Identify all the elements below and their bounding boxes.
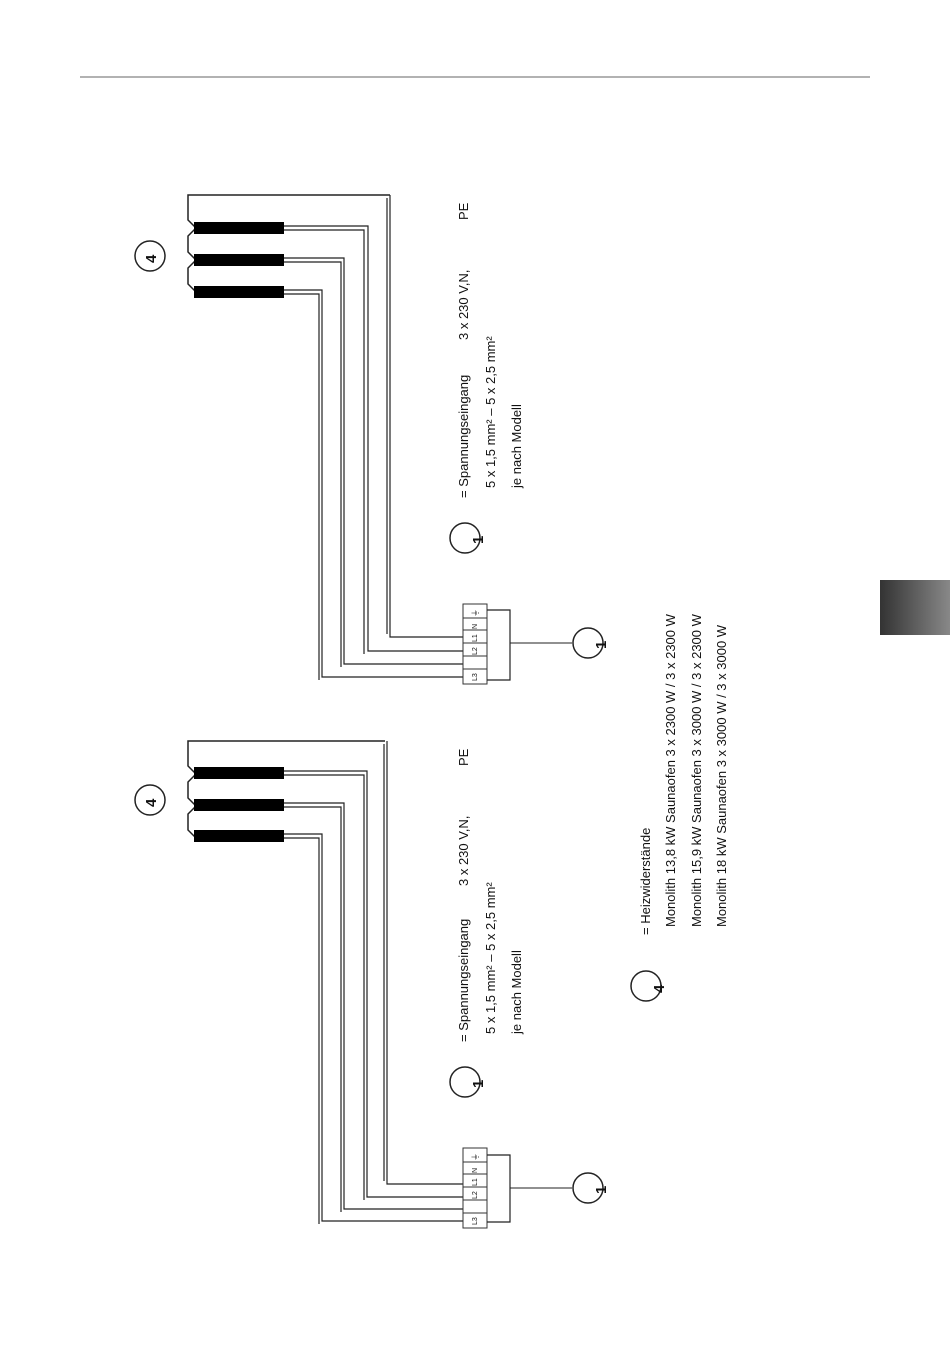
terminal-label-n: N <box>472 1167 479 1173</box>
supply-cable <box>487 1154 511 1223</box>
legend-heater-model: Monolith 13,8 kW Saunaofen 3 x 2300 W / … <box>663 614 678 927</box>
terminal-block <box>462 1147 488 1229</box>
terminal-label-l3: L3 <box>472 673 479 681</box>
callout-number-input: 1 <box>593 640 610 649</box>
legend-input-pe: PE <box>456 748 471 766</box>
legend-input-note: je nach Modell <box>509 950 524 1034</box>
callout-number-input: 1 <box>470 535 487 544</box>
callout-circle <box>572 627 604 659</box>
terminal-label-l2: L2 <box>472 647 479 655</box>
legend-input-note: je nach Modell <box>509 404 524 488</box>
callout-circle <box>630 970 662 1002</box>
callout-circle <box>134 784 166 816</box>
heating-element <box>194 799 284 811</box>
callout-number-heater: 4 <box>143 254 160 263</box>
heating-element <box>194 286 284 298</box>
legend-heater-model: Monolith 15,9 kW Saunaofen 3 x 3000 W / … <box>689 614 704 927</box>
callout-number-input: 1 <box>593 1185 610 1194</box>
callout-number-heater: 4 <box>143 798 160 807</box>
callout-circle <box>134 240 166 272</box>
terminal-label-l1: L1 <box>472 634 479 642</box>
terminal-block <box>462 603 488 685</box>
callout-number-heater: 4 <box>651 984 668 993</box>
terminal-label-l1: L1 <box>472 1178 479 1186</box>
legend-input-cable: 5 x 1,5 mm² – 5 x 2,5 mm² <box>483 336 498 488</box>
terminal-label-n: N <box>472 623 479 629</box>
heater-frame <box>187 194 390 293</box>
legend-heater-title: = Heizwiderstände <box>638 827 653 935</box>
callout-circle <box>572 1172 604 1204</box>
legend-input-cable: 5 x 1,5 mm² – 5 x 2,5 mm² <box>483 882 498 1034</box>
terminal-label-l2: L2 <box>472 1191 479 1199</box>
callout-number-input: 1 <box>470 1079 487 1088</box>
legend-input-voltage: 3 x 230 V,N, <box>456 815 471 886</box>
supply-cable <box>487 609 511 681</box>
legend-heater-model: Monolith 18 kW Saunaofen 3 x 3000 W / 3 … <box>714 624 729 927</box>
callout-circle <box>449 1066 481 1098</box>
terminal-label-l3: L3 <box>472 1217 479 1225</box>
heating-element <box>194 222 284 234</box>
heater-frame <box>187 740 385 839</box>
wire-bundle <box>284 741 465 1224</box>
heating-element <box>194 254 284 266</box>
diagram-bottom <box>134 740 662 1229</box>
legend-input-label: = Spannungseingang <box>456 374 471 498</box>
heating-element <box>194 830 284 842</box>
wire-bundle <box>284 195 465 680</box>
terminal-label-pe: ⏚ <box>471 1153 480 1161</box>
chapter-tab <box>880 580 950 635</box>
diagram-top <box>134 194 604 685</box>
legend-input-pe: PE <box>456 202 471 220</box>
legend-input-voltage: 3 x 230 V,N, <box>456 269 471 340</box>
terminal-label-pe: ⏚ <box>471 609 480 617</box>
callout-circle <box>449 522 481 554</box>
legend-input-label: = Spannungseingang <box>456 918 471 1042</box>
heating-element <box>194 767 284 779</box>
